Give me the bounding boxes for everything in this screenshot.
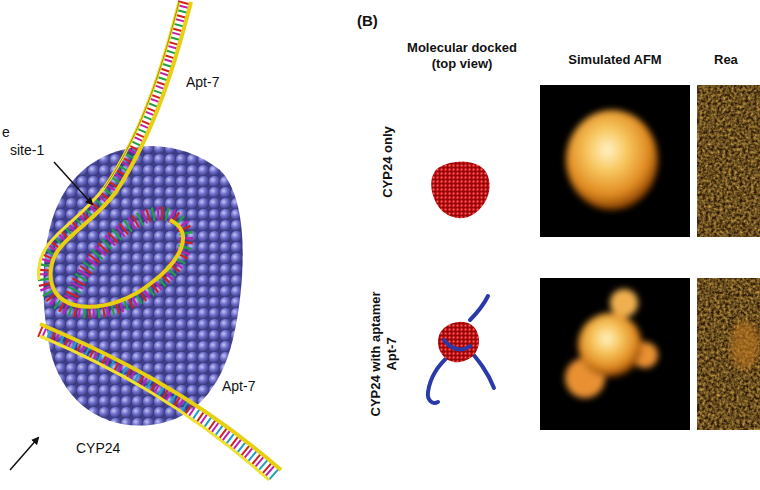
column-header: Molecular docked (top view): [397, 40, 527, 71]
site-label: site-1: [10, 142, 44, 159]
row-label: CYP24 only: [380, 126, 396, 198]
site-label: e: [2, 124, 10, 141]
panel-letter: (B): [357, 12, 378, 30]
column-header: Simulated AFM: [568, 52, 661, 68]
column-header: Rea: [714, 52, 738, 68]
row-label: CYP24 with aptamer Apt-7: [368, 279, 399, 429]
protein-label: CYP24: [76, 440, 120, 457]
aptamer-label: Apt-7: [186, 74, 219, 91]
aptamer-label: Apt-7: [222, 378, 255, 395]
